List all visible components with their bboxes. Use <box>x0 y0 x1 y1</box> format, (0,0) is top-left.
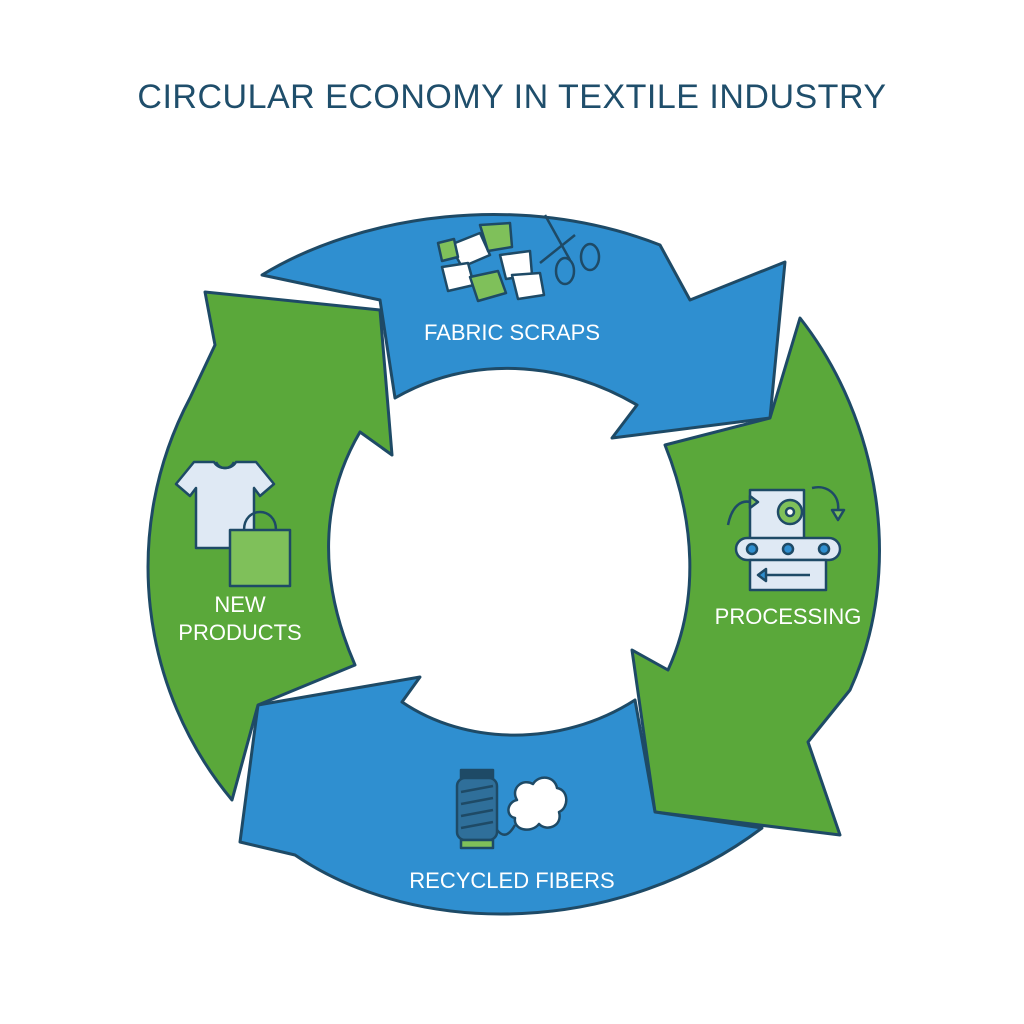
stage-label-new-products: NEW PRODUCTS <box>178 592 301 645</box>
stage-fabric-scraps: FABRIC SCRAPS <box>260 212 787 440</box>
stage-label-line: PRODUCTS <box>178 620 301 645</box>
stage-label-recycled-fibers: RECYCLED FIBERS <box>409 868 614 893</box>
arrow-recycled-fibers <box>238 675 764 916</box>
stage-label-line: FABRIC SCRAPS <box>424 320 600 345</box>
processing-machine-icon <box>726 485 846 592</box>
stage-label-processing: PROCESSING <box>715 604 862 629</box>
stage-label-fabric-scraps: FABRIC SCRAPS <box>424 320 600 345</box>
tshirt-bag-icon <box>174 460 292 588</box>
arrow-fabric-scraps <box>260 212 787 440</box>
thread-spool-cotton-icon <box>455 768 568 850</box>
stage-new-products: NEW PRODUCTS <box>146 290 394 802</box>
stage-label-line: NEW <box>214 592 266 617</box>
stage-label-line: RECYCLED FIBERS <box>409 868 614 893</box>
stage-label-line: PROCESSING <box>715 604 862 629</box>
stage-recycled-fibers: RECYCLED FIBERS <box>238 675 764 916</box>
diagram-title: CIRCULAR ECONOMY IN TEXTILE INDUSTRY <box>137 78 887 116</box>
fabric-scraps-scissors-icon <box>436 214 601 303</box>
stage-processing: PROCESSING <box>630 316 881 837</box>
